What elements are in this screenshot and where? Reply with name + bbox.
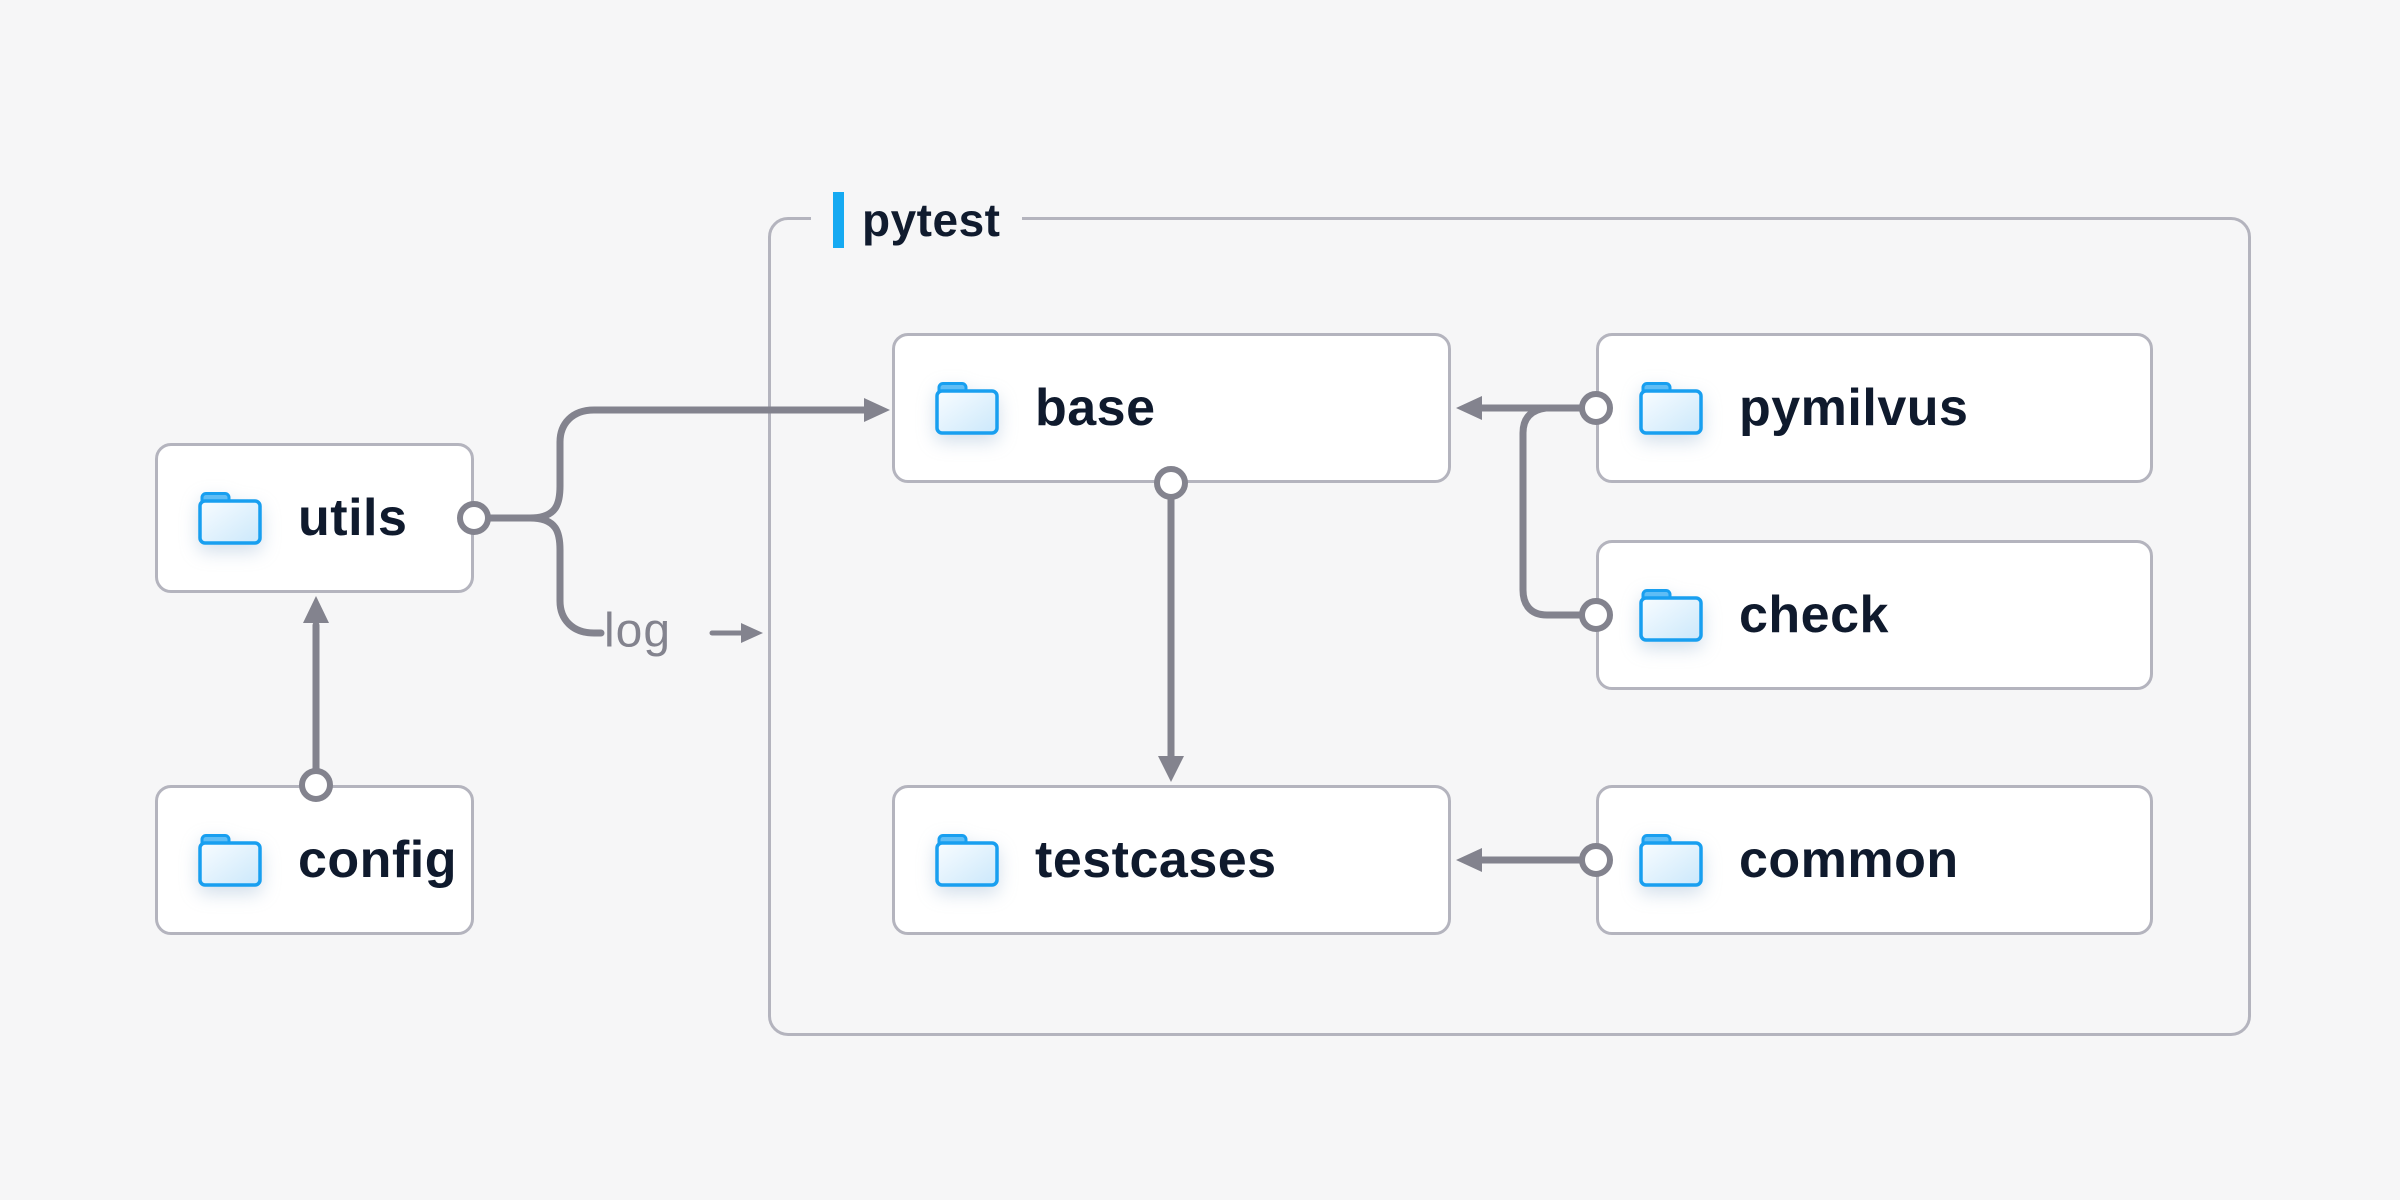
node-label: testcases bbox=[1035, 831, 1277, 889]
node-common: common bbox=[1596, 785, 2153, 935]
group-label-text: pytest bbox=[862, 194, 1001, 246]
group-label: pytest bbox=[811, 189, 1023, 251]
accent-bar bbox=[833, 192, 844, 248]
node-label: config bbox=[298, 831, 457, 889]
node-label: utils bbox=[298, 489, 408, 547]
edge-label-log: log bbox=[604, 604, 672, 658]
folder-icon bbox=[1639, 589, 1703, 642]
node-label: pymilvus bbox=[1739, 379, 1969, 437]
node-base: base bbox=[892, 333, 1451, 483]
node-pymilvus: pymilvus bbox=[1596, 333, 2153, 483]
node-label: check bbox=[1739, 586, 1889, 644]
pytest-group-container: pytest bbox=[768, 189, 2251, 1036]
node-label: base bbox=[1035, 379, 1156, 437]
edge-utils-log bbox=[526, 514, 605, 637]
node-testcases: testcases bbox=[892, 785, 1451, 935]
arrowhead-log bbox=[741, 623, 763, 643]
node-label: common bbox=[1739, 831, 1959, 889]
node-config: config bbox=[155, 785, 474, 935]
folder-icon bbox=[1639, 382, 1703, 435]
folder-icon bbox=[1639, 834, 1703, 887]
folder-icon bbox=[935, 382, 999, 435]
folder-icon bbox=[198, 492, 262, 545]
node-utils: utils bbox=[155, 443, 474, 593]
node-check: check bbox=[1596, 540, 2153, 690]
arrowhead-up-utils bbox=[303, 596, 329, 623]
folder-icon bbox=[935, 834, 999, 887]
folder-icon bbox=[198, 834, 262, 887]
